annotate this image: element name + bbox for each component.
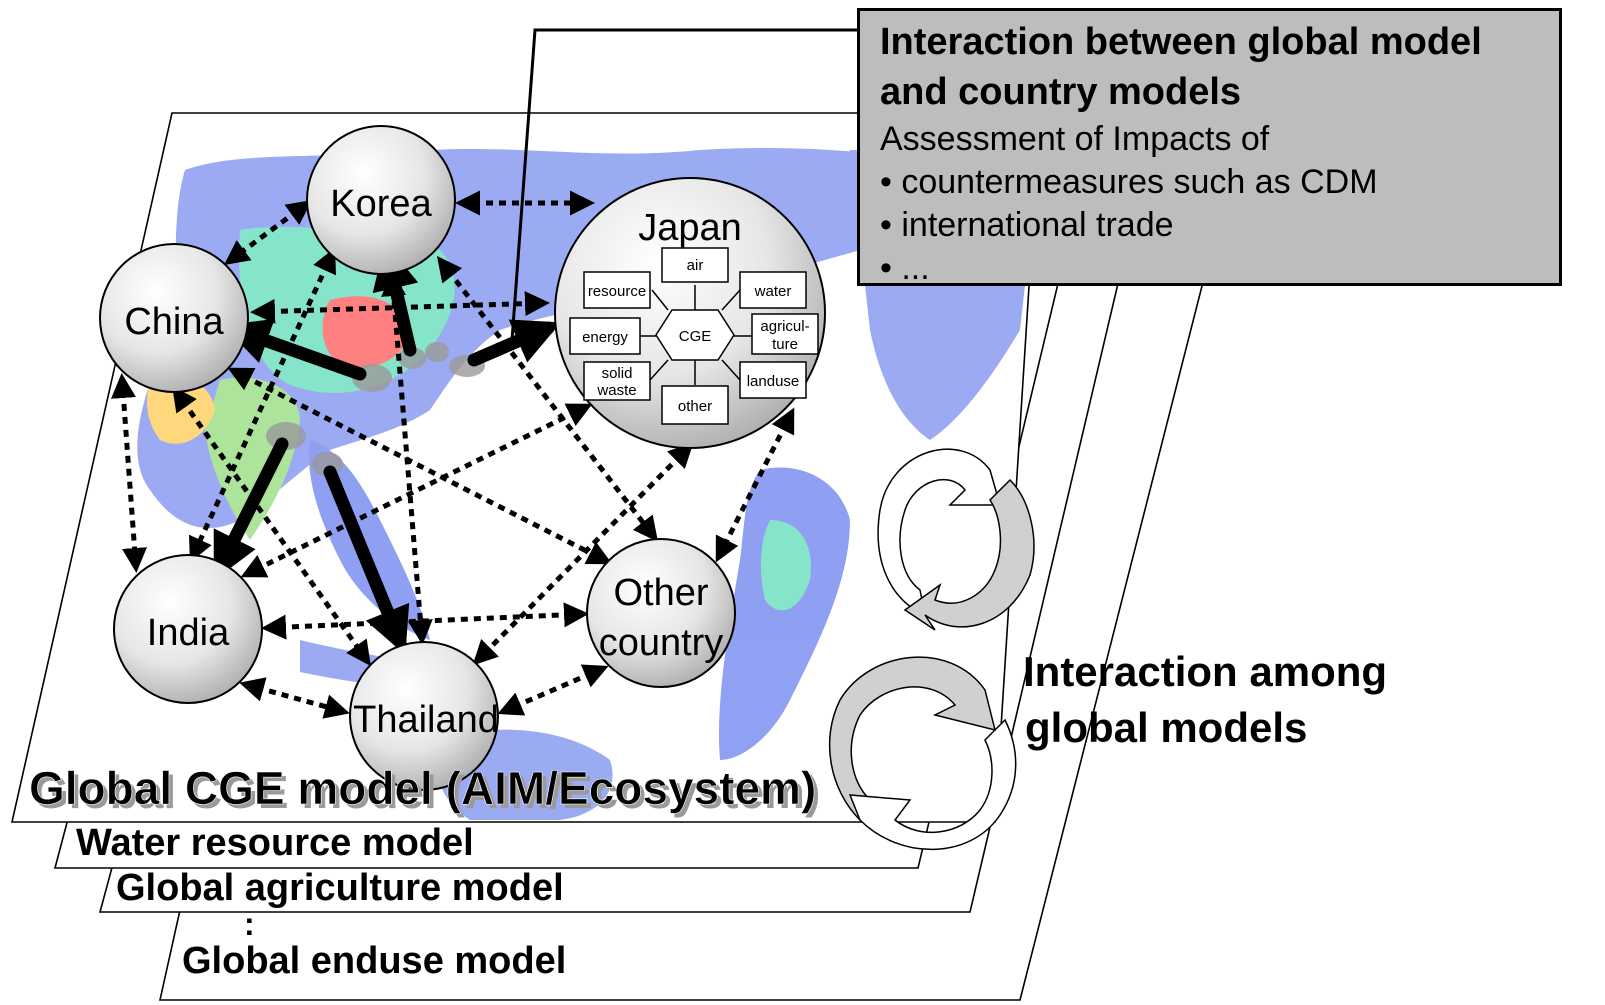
layer-enduse-label: Global enduse model xyxy=(182,940,566,982)
country-japan: Japan CGE air resource water energy agri… xyxy=(554,177,826,449)
arrow-thailand-other xyxy=(497,664,609,716)
module-solid-waste-label-1: solid xyxy=(602,365,633,382)
module-energy-box xyxy=(569,317,641,355)
callout-subtitle: Assessment of Impacts of xyxy=(880,120,1270,158)
layer-water-label: Water resource model xyxy=(76,822,474,864)
china-sphere xyxy=(99,243,249,393)
module-water-label: water xyxy=(754,283,792,300)
module-solid-waste-box xyxy=(583,361,651,401)
module-landuse-label: landuse xyxy=(747,373,800,390)
layer-ellipsis: : xyxy=(244,906,255,942)
country-thailand: Thailand xyxy=(349,641,499,791)
module-energy-label: energy xyxy=(582,329,628,346)
cge-hexagon xyxy=(655,309,735,361)
callout-leader-line xyxy=(510,28,857,341)
country-korea: Korea xyxy=(306,125,456,275)
dotted-arrows xyxy=(111,190,795,719)
global-interaction-line1: Interaction among xyxy=(1023,648,1387,695)
china-label: China xyxy=(124,301,224,343)
module-solid-waste-label-2: waste xyxy=(596,382,636,399)
module-landuse-box xyxy=(739,361,807,399)
layer-cge-label: Global CGE model (AIM/Ecosystem) xyxy=(29,762,816,814)
interaction-callout-box: Interaction between global model and cou… xyxy=(857,8,1562,287)
cycle-icons xyxy=(828,448,1035,851)
korea-label: Korea xyxy=(330,183,432,225)
module-air-label: air xyxy=(687,257,704,274)
arrow-korea-india xyxy=(189,247,336,563)
thailand-sphere xyxy=(349,641,499,791)
other-label-line1: Other xyxy=(613,572,708,614)
global-interaction-line2: global models xyxy=(1025,704,1307,751)
bold-arrow-india xyxy=(213,437,289,581)
bold-arrow-japan xyxy=(467,319,561,367)
arrow-japan-india xyxy=(240,403,593,578)
module-agriculture-label-1: agricul- xyxy=(760,318,809,335)
arrow-china-india xyxy=(111,373,147,573)
cycle-arrow-lower-right-icon xyxy=(848,718,1017,851)
cycle-arrow-upper-right-icon xyxy=(903,478,1035,631)
india-sphere xyxy=(113,554,263,704)
callout-bullet-3: • ... xyxy=(880,249,930,287)
japan-connectors xyxy=(632,285,752,385)
japan-marker-1 xyxy=(425,342,449,362)
country-china: China xyxy=(99,243,249,393)
korea-sphere xyxy=(306,125,456,275)
layer-labels: Global CGE model (AIM/Ecosystem) Global … xyxy=(29,762,821,982)
arrow-india-thailand xyxy=(239,677,350,719)
module-resource-box xyxy=(583,271,651,309)
callout-title-line2: and country models xyxy=(880,71,1242,113)
arrow-japan-other xyxy=(715,407,795,563)
module-water-box xyxy=(739,271,807,309)
other-label-line2: country xyxy=(599,622,724,664)
bold-arrows xyxy=(213,242,561,655)
other-sphere xyxy=(586,538,736,688)
india-label: India xyxy=(147,612,230,654)
module-resource-label: resource xyxy=(588,283,646,300)
country-other: Other country xyxy=(586,538,736,688)
module-other-box xyxy=(661,385,729,425)
cge-label: CGE xyxy=(679,328,712,345)
bold-arrow-china xyxy=(222,318,367,381)
arrow-india-other xyxy=(261,602,589,640)
module-other-label: other xyxy=(678,398,712,415)
callout-bullet-1: • countermeasures such as CDM xyxy=(880,163,1378,201)
callout-title-line1: Interaction between global model xyxy=(880,21,1482,63)
japan-label: Japan xyxy=(638,207,742,249)
module-agriculture-label-2: ture xyxy=(772,336,798,353)
thailand-label: Thailand xyxy=(353,699,499,741)
country-india: India xyxy=(113,554,263,704)
module-agriculture-box xyxy=(751,313,819,355)
layer-cge-label-shadow: Global CGE model (AIM/Ecosystem) xyxy=(33,766,820,818)
module-air-box xyxy=(661,247,729,283)
bold-arrow-thailand xyxy=(323,465,410,655)
layer-agriculture-label: Global agriculture model xyxy=(116,867,564,909)
callout-bullet-2: • international trade xyxy=(880,206,1174,244)
